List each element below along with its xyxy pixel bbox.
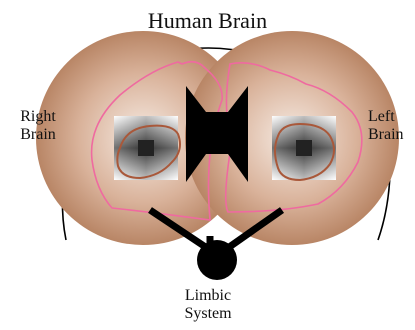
diagram-title: Human Brain: [0, 8, 415, 33]
left-brain-label-line1: Left: [368, 108, 415, 126]
limbic-system-label: Limbic System: [158, 287, 258, 324]
left-brain-label-line2: Brain: [368, 126, 415, 144]
limbic-system-label-line1: Limbic: [158, 287, 258, 305]
left-brain-label: Left Brain: [362, 108, 415, 145]
right-brain-label-line1: Right: [8, 108, 68, 126]
right-brain-label: Right Brain: [8, 108, 68, 145]
limbic-system-node: [197, 240, 237, 280]
limbic-system-label-line2: System: [158, 305, 258, 323]
right-brain-label-line2: Brain: [8, 126, 68, 144]
left-region-square: [272, 116, 336, 180]
